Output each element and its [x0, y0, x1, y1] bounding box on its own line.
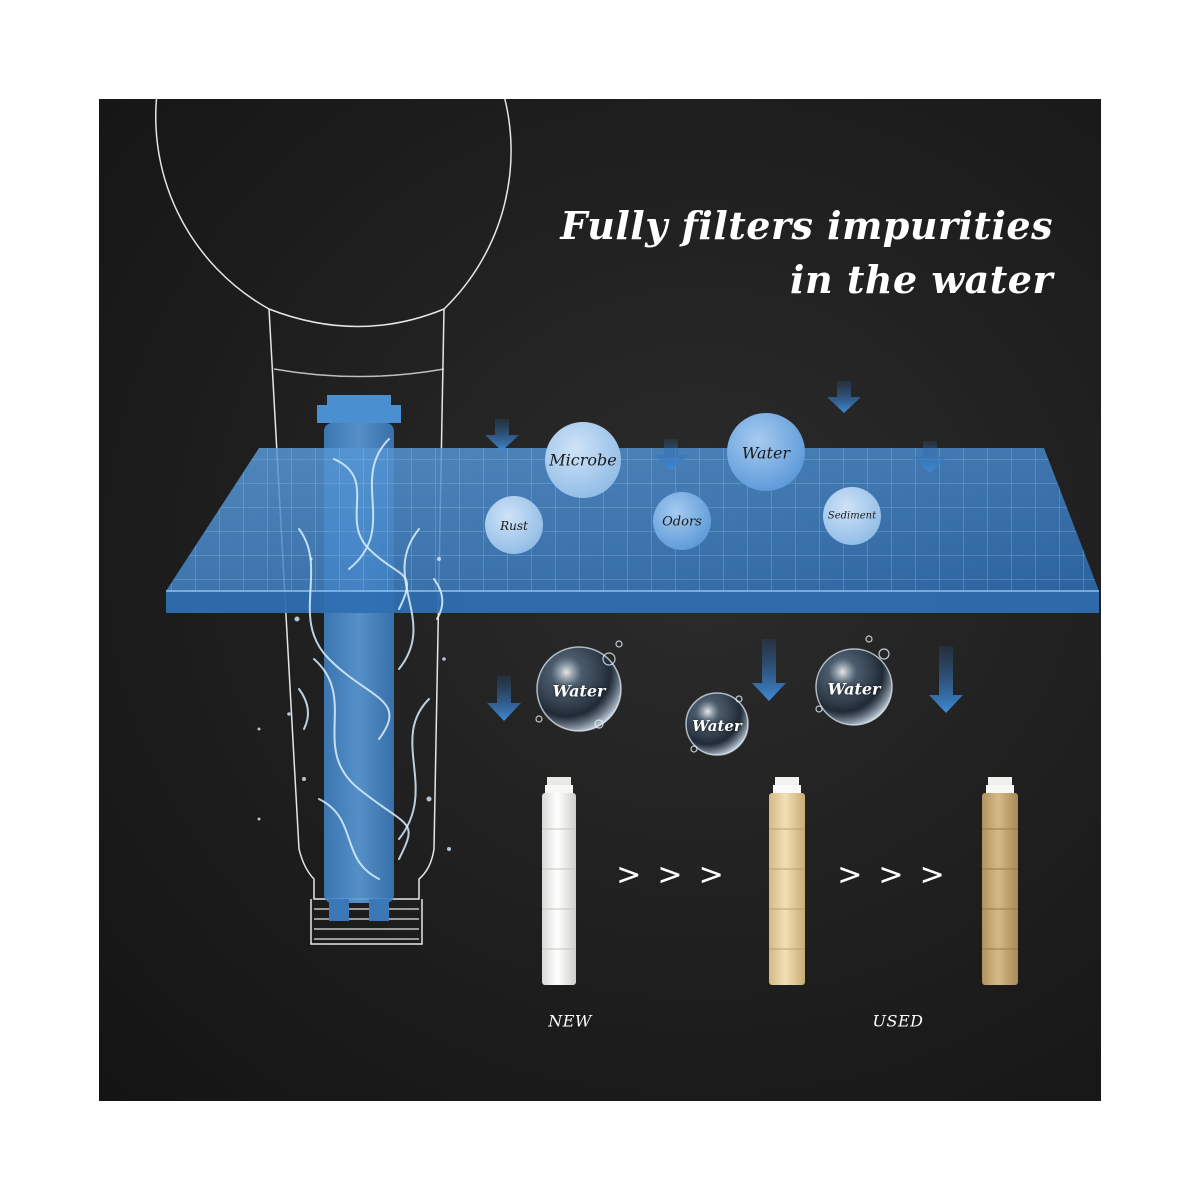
cartridge-mid: [769, 777, 805, 985]
product-panel: Fully filters impurities in the water Mi…: [99, 99, 1101, 1101]
headline: Fully filters impurities in the water: [560, 199, 1053, 307]
label-microbe: Microbe: [549, 450, 617, 470]
label-water-2: Water: [692, 717, 742, 735]
label-sediment: Sediment: [827, 510, 877, 522]
water-splash: [298, 438, 444, 880]
arrow-icons-bottom: [487, 639, 963, 721]
headline-line-1: Fully filters impurities: [560, 203, 1053, 248]
water-droplets: [257, 557, 451, 851]
progress-arrows-2: >>>: [837, 857, 961, 893]
impurity-bubbles: [485, 413, 881, 554]
label-new: NEW: [548, 1011, 592, 1031]
cartridge-used: [982, 777, 1018, 985]
label-odors: Odors: [662, 514, 702, 530]
arrow-icons-top: [485, 381, 947, 473]
label-rust: Rust: [500, 519, 528, 533]
label-water-3: Water: [827, 679, 881, 699]
illustration: [155, 99, 1099, 985]
cartridge-new: [542, 777, 576, 985]
label-water-1: Water: [552, 681, 606, 701]
label-used: USED: [872, 1011, 924, 1031]
progress-arrows-1: >>>: [616, 857, 740, 893]
label-water-impurity: Water: [741, 443, 791, 463]
filter-sheet: [166, 448, 1099, 613]
headline-line-2: in the water: [790, 257, 1053, 302]
water-drop-icons: [535, 635, 893, 756]
